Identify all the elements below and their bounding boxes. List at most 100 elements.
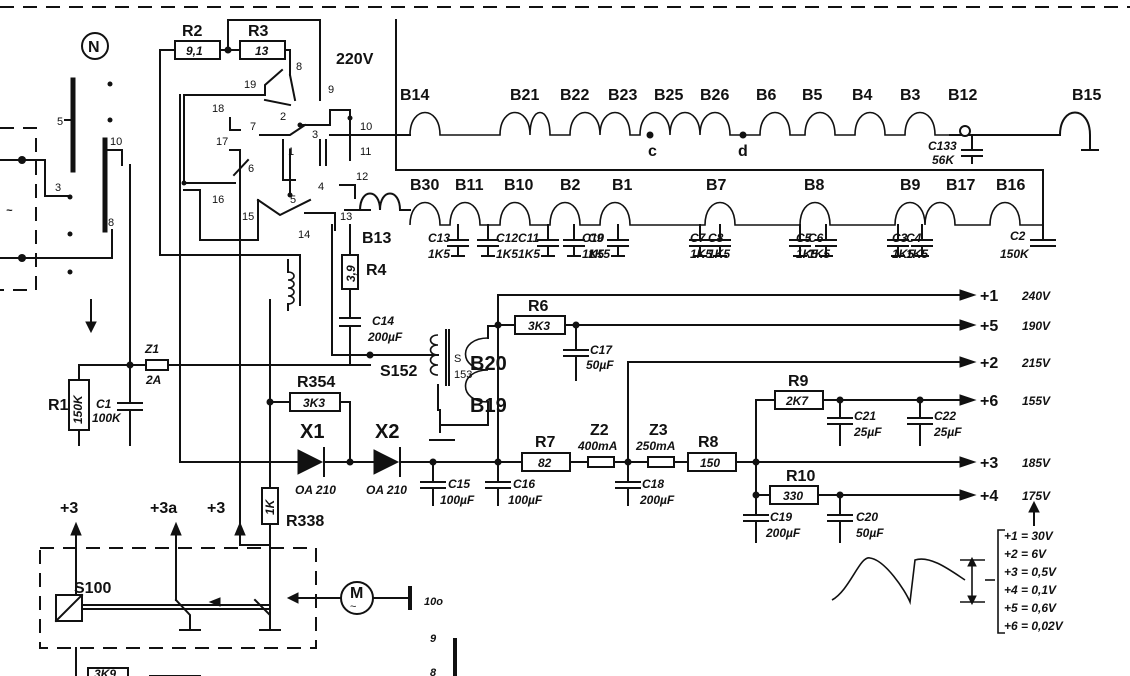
output-voltage: 215V bbox=[1021, 356, 1051, 370]
node-c: c bbox=[648, 143, 657, 160]
z1-name: Z1 bbox=[144, 342, 159, 356]
ripple-row: +3 = 0,5V bbox=[1004, 565, 1057, 579]
output-plus2: +2 215V bbox=[959, 355, 1051, 372]
r2-name: R2 bbox=[182, 23, 203, 40]
r3-value: 13 bbox=[255, 44, 269, 58]
r7-name: R7 bbox=[535, 434, 556, 451]
x2-value: OA 210 bbox=[366, 483, 407, 497]
left-pin-5: 5 bbox=[57, 116, 63, 128]
motor-pin-9: 9 bbox=[430, 633, 437, 645]
coil-label-b23: B23 bbox=[608, 87, 637, 104]
cap-name: C13 bbox=[428, 231, 450, 245]
c1-name: C1 bbox=[96, 397, 112, 411]
cap-name: C9 bbox=[588, 231, 604, 245]
cap-value: 1K5 bbox=[428, 247, 450, 261]
svg-text:6: 6 bbox=[248, 163, 254, 175]
svg-text:C15: C15 bbox=[448, 477, 470, 491]
svg-text:2: 2 bbox=[280, 111, 286, 123]
svg-text:17: 17 bbox=[216, 136, 228, 148]
coil-label-b22: B22 bbox=[560, 87, 589, 104]
supply-label-1: +3 bbox=[60, 500, 78, 517]
cap-name: C10 bbox=[582, 231, 604, 245]
c2-value: 150K bbox=[1000, 247, 1030, 261]
cap-value: 1K5 bbox=[892, 247, 914, 261]
b20-label: B20 bbox=[470, 353, 507, 375]
z1-value: 2A bbox=[145, 373, 161, 387]
svg-text:7: 7 bbox=[250, 121, 256, 133]
c2-name: C2 bbox=[1010, 229, 1026, 243]
svg-text:200µF: 200µF bbox=[639, 493, 675, 507]
ripple-row: +5 = 0,6V bbox=[1004, 601, 1057, 615]
coil-label-b10: B10 bbox=[504, 177, 533, 194]
svg-text:2K7: 2K7 bbox=[785, 394, 809, 408]
coil-label-b2: B2 bbox=[560, 177, 581, 194]
node-d: d bbox=[738, 143, 748, 160]
svg-text:C17: C17 bbox=[590, 343, 613, 357]
r354-value: 3K3 bbox=[303, 396, 325, 410]
coil-label-b4: B4 bbox=[852, 87, 873, 104]
cap-value: 1K5 bbox=[518, 247, 540, 261]
r354-name: R354 bbox=[297, 374, 335, 391]
svg-text:C22: C22 bbox=[934, 409, 956, 423]
cap-value: 1K5 bbox=[496, 247, 518, 261]
cap-name: C3 bbox=[892, 231, 908, 245]
lower-coil-row bbox=[409, 201, 1043, 226]
cap-name: C7 bbox=[690, 231, 707, 245]
z2-fuse bbox=[587, 456, 615, 468]
ripple-waveform bbox=[831, 557, 966, 606]
svg-text:8: 8 bbox=[296, 61, 302, 73]
svg-text:18: 18 bbox=[212, 103, 224, 115]
output-label: +4 bbox=[980, 488, 998, 505]
x1-value: OA 210 bbox=[295, 483, 336, 497]
svg-text:11: 11 bbox=[360, 146, 371, 158]
svg-text:250mA: 250mA bbox=[635, 439, 675, 453]
svg-text:14: 14 bbox=[298, 229, 310, 241]
svg-text:C16: C16 bbox=[513, 477, 535, 491]
svg-text:9: 9 bbox=[328, 84, 334, 96]
b13-label: B13 bbox=[362, 230, 391, 247]
ripple-row: +2 = 6V bbox=[1004, 547, 1047, 561]
motor-label: M bbox=[350, 585, 363, 602]
svg-text:C20: C20 bbox=[856, 510, 878, 524]
svg-text:5: 5 bbox=[290, 194, 296, 206]
svg-text:10: 10 bbox=[360, 121, 372, 133]
svg-text:13: 13 bbox=[340, 211, 352, 223]
output-voltage: 240V bbox=[1021, 289, 1051, 303]
coil-label-b30: B30 bbox=[410, 177, 439, 194]
s100-block-border bbox=[39, 547, 317, 649]
output-label: +2 bbox=[980, 355, 998, 372]
output-voltage: 185V bbox=[1022, 456, 1051, 470]
r2-value: 9,1 bbox=[186, 44, 203, 58]
z3-fuse bbox=[647, 456, 675, 468]
cap-name: C12 bbox=[496, 231, 518, 245]
left-pin-8: 8 bbox=[108, 217, 114, 229]
svg-text:C18: C18 bbox=[642, 477, 664, 491]
r1-name: R1 bbox=[48, 397, 69, 414]
r6-name: R6 bbox=[528, 298, 549, 315]
svg-text:~: ~ bbox=[350, 601, 356, 613]
svg-text:4: 4 bbox=[318, 181, 324, 193]
output-voltage: 155V bbox=[1022, 394, 1051, 408]
r10-name: R10 bbox=[786, 468, 815, 485]
coil-label-b5: B5 bbox=[802, 87, 823, 104]
ripple-row: +6 = 0,02V bbox=[1004, 619, 1064, 633]
svg-text:3K3: 3K3 bbox=[528, 319, 550, 333]
output-voltage: 190V bbox=[1022, 319, 1051, 333]
r4-name: R4 bbox=[366, 262, 387, 279]
coil-label-b6: B6 bbox=[756, 87, 777, 104]
svg-text:12: 12 bbox=[356, 171, 368, 183]
svg-text:50µF: 50µF bbox=[586, 358, 614, 372]
c133-value: 56K bbox=[932, 153, 955, 167]
svg-text:100µF: 100µF bbox=[440, 493, 475, 507]
